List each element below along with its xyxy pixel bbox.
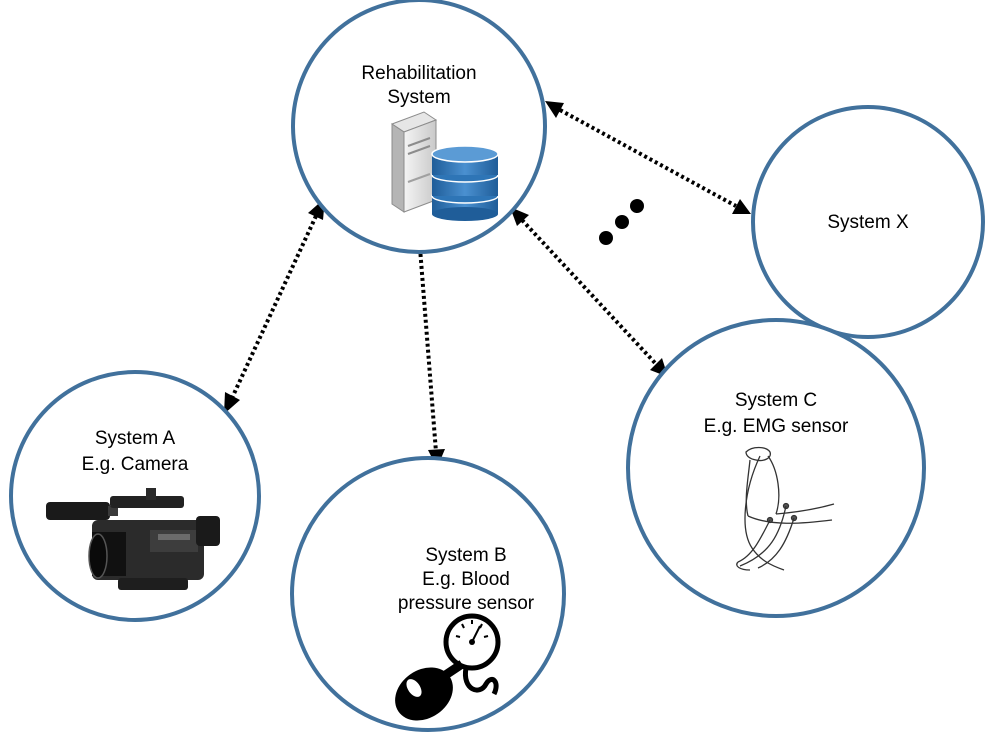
node-system-b-title: System B — [425, 545, 506, 566]
node-system-a-title: System A — [95, 428, 176, 449]
node-system-a-subtitle: E.g. Camera — [82, 454, 189, 475]
node-rehab-title-line2: System — [387, 87, 450, 108]
node-system-c-subtitle: E.g. EMG sensor — [704, 416, 849, 437]
node-rehab-title-line1: Rehabilitation — [361, 63, 476, 84]
node-system-c-title: System C — [735, 390, 817, 411]
node-system-x-title: System X — [827, 212, 909, 233]
blood-pressure-gauge-icon — [395, 613, 501, 721]
emg-arm-icon — [736, 446, 835, 571]
node-rehabilitation-system: Rehabilitation System — [291, 0, 547, 254]
video-camera-icon — [46, 488, 220, 590]
link-rehab-system-x — [545, 101, 751, 214]
link-rehab-system-b — [411, 232, 445, 468]
node-system-b-subtitle-line1: E.g. Blood — [422, 569, 510, 590]
node-system-b: System B E.g. Blood pressure sensor — [290, 456, 566, 732]
node-system-b-subtitle-line2: pressure sensor — [398, 593, 535, 614]
ellipsis-icon — [599, 199, 644, 245]
link-rehab-system-a — [224, 198, 325, 414]
node-system-c: System C E.g. EMG sensor — [626, 318, 926, 618]
server-database-icon — [390, 111, 499, 221]
link-rehab-system-c — [510, 207, 668, 377]
node-system-x: System X — [751, 105, 985, 339]
node-system-a: System A E.g. Camera — [9, 370, 261, 622]
